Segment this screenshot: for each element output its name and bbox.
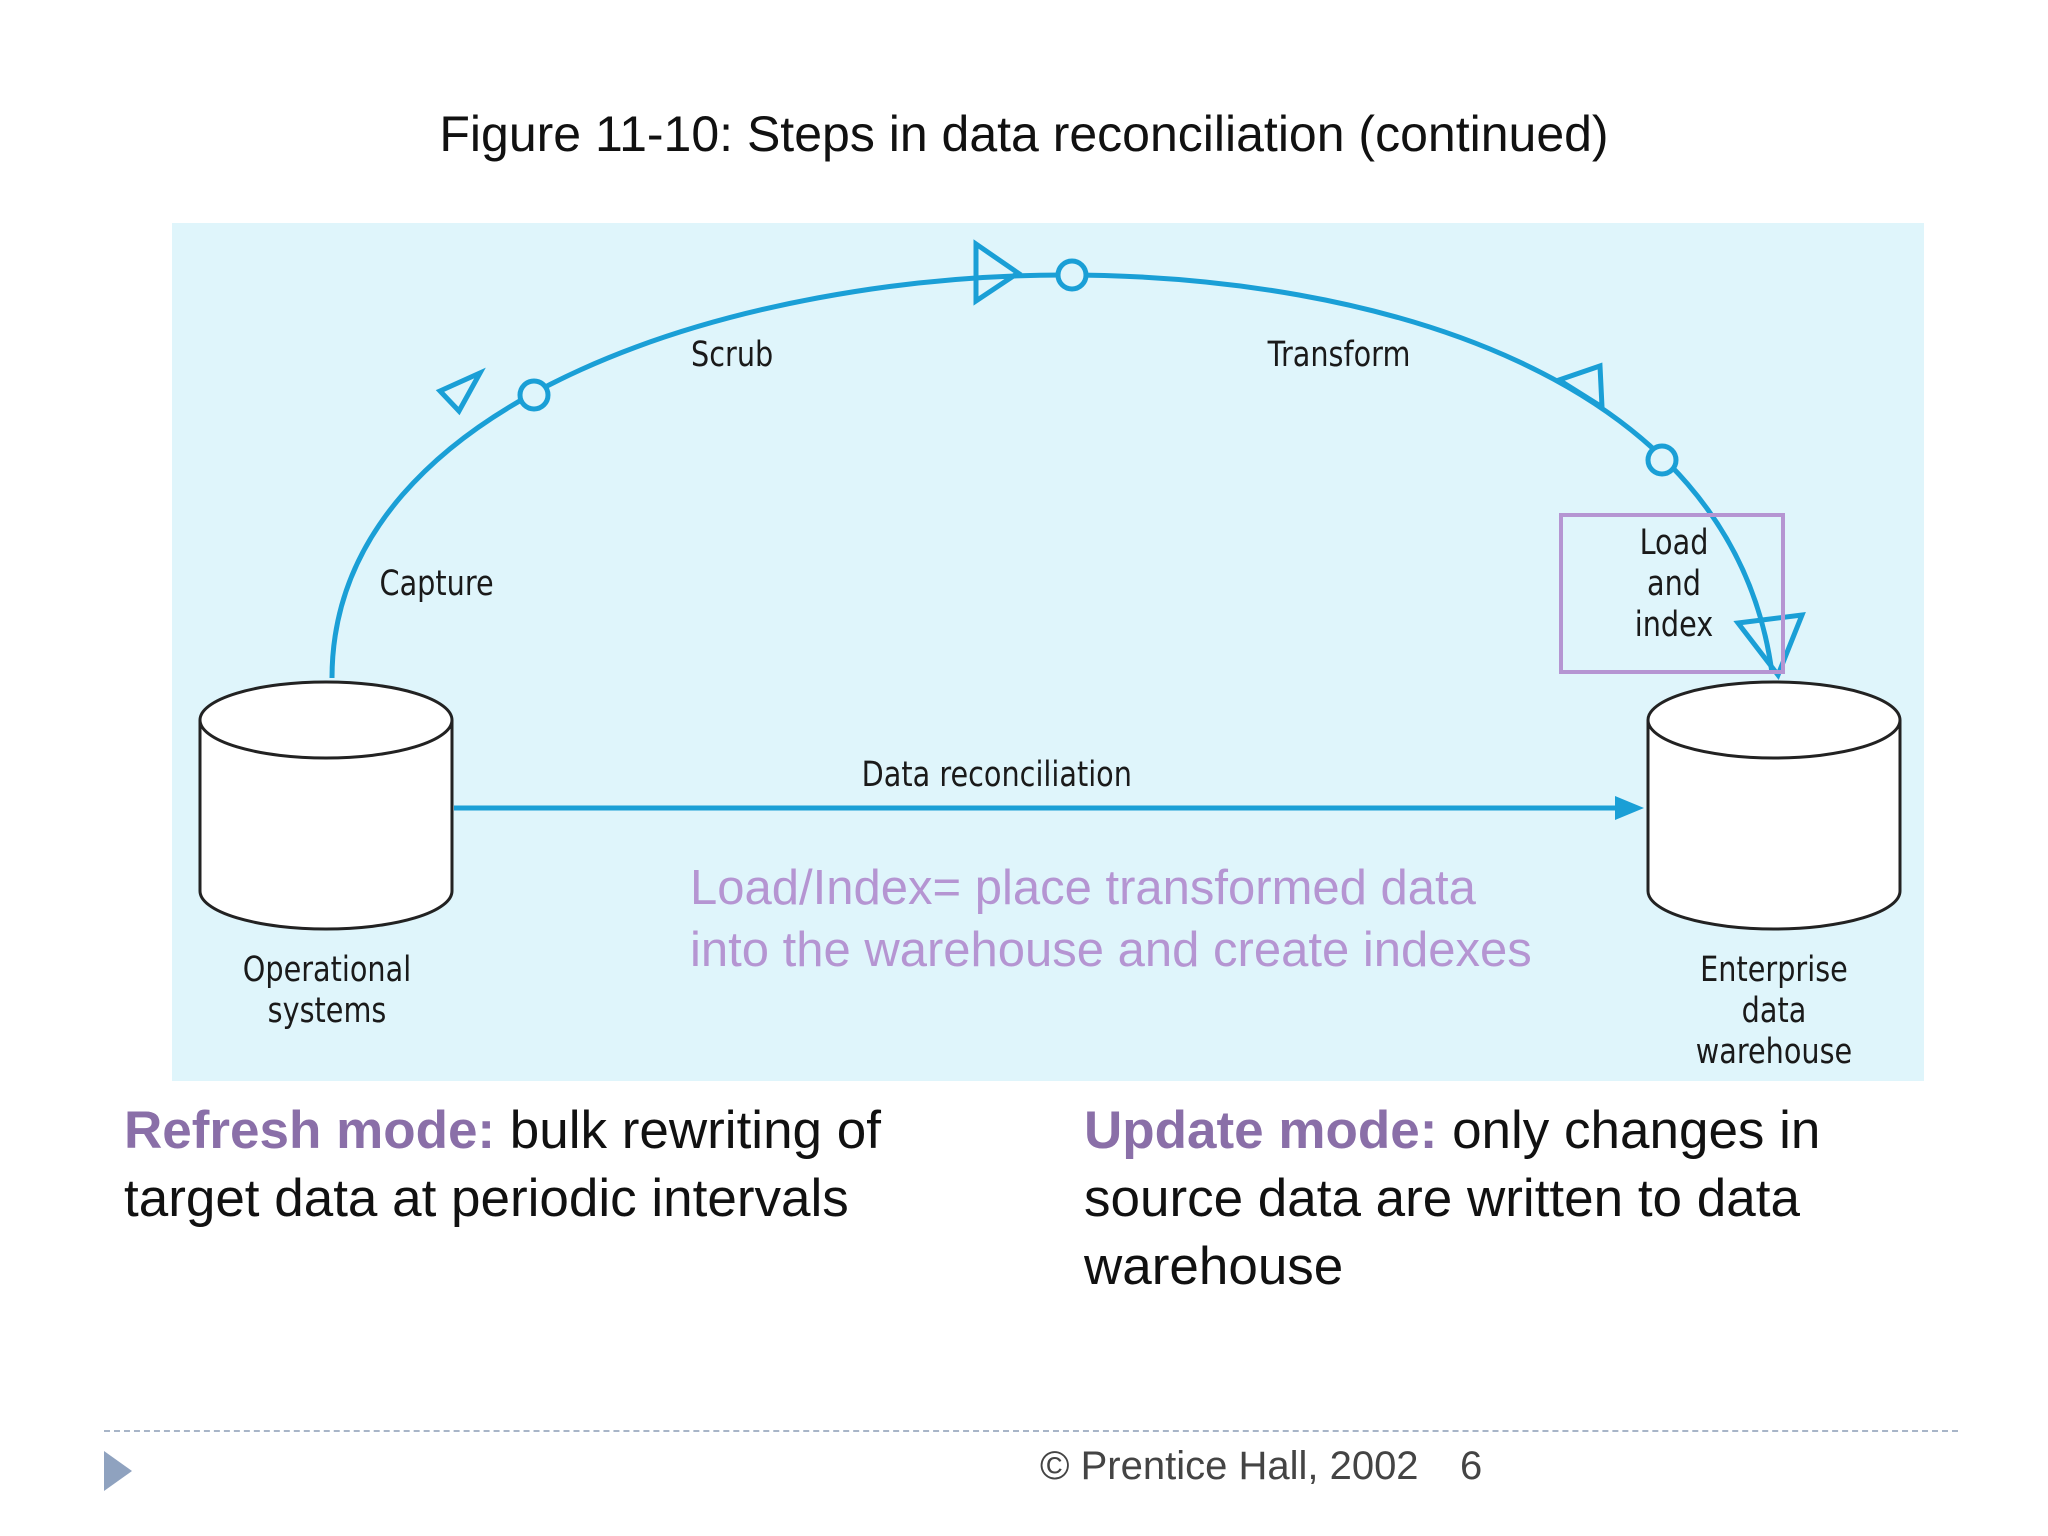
process-arc — [329, 272, 1775, 679]
scrub-arrow-icon — [973, 239, 1023, 306]
source-label-line: systems — [267, 991, 387, 1031]
update-mode-note: Update mode: only changes in source data… — [1084, 1097, 1904, 1301]
copyright-text: © Prentice Hall, 2002 — [1040, 1444, 1419, 1488]
load-stage-marker — [1645, 443, 1679, 477]
scrub-label: Scrub — [691, 335, 774, 375]
data-warehouse-cylinder-icon — [1646, 680, 1902, 931]
refresh-mode-term: Refresh mode: — [124, 1101, 496, 1160]
update-mode-term: Update mode: — [1084, 1101, 1438, 1160]
capture-label: Capture — [379, 564, 494, 604]
scrub-stage-marker — [517, 378, 551, 412]
update-mode-text: only changes in source data are written … — [1084, 1101, 1821, 1296]
enterprise-data-warehouse-label: Enterprise data warehouse — [1680, 950, 1869, 1073]
load-highlight-box — [1559, 513, 1785, 674]
reconciliation-diagram: Scrub Transform Capture Load and index D… — [172, 223, 1924, 1081]
capture-arrow-icon — [435, 367, 486, 416]
slide-bullet-arrow-icon — [104, 1451, 132, 1491]
load-label-line: and — [1646, 564, 1701, 604]
diagram-graphics — [198, 239, 1902, 931]
transform-stage-marker — [1055, 258, 1089, 292]
footer-divider — [104, 1430, 1958, 1432]
target-label-line: data — [1741, 991, 1807, 1031]
operational-systems-cylinder-icon — [198, 680, 454, 931]
load-index-annotation: Load/Index= place transformed data into … — [690, 861, 1532, 977]
source-label-line: Operational — [242, 950, 412, 990]
target-label-line: warehouse — [1695, 1032, 1853, 1072]
operational-systems-label: Operational systems — [241, 950, 413, 1032]
data-reconciliation-label: Data reconciliation — [861, 755, 1132, 795]
refresh-mode-note: Refresh mode: bulk rewriting of target d… — [124, 1097, 944, 1233]
target-label-line: Enterprise — [1700, 950, 1848, 990]
refresh-mode-text: bulk rewriting of target data at periodi… — [124, 1101, 881, 1228]
transform-arrow-icon — [1553, 362, 1605, 412]
reconciliation-arrow-icon — [1615, 796, 1644, 820]
load-arrow-icon — [1733, 611, 1806, 681]
transform-label: Transform — [1267, 335, 1411, 375]
load-label-line: Load — [1639, 523, 1709, 563]
load-index-label: Load and index — [1621, 523, 1728, 646]
load-label-line: index — [1634, 605, 1714, 645]
page-number: 6 — [1460, 1444, 1483, 1488]
page-title: Figure 11-10: Steps in data reconciliati… — [439, 106, 1609, 162]
